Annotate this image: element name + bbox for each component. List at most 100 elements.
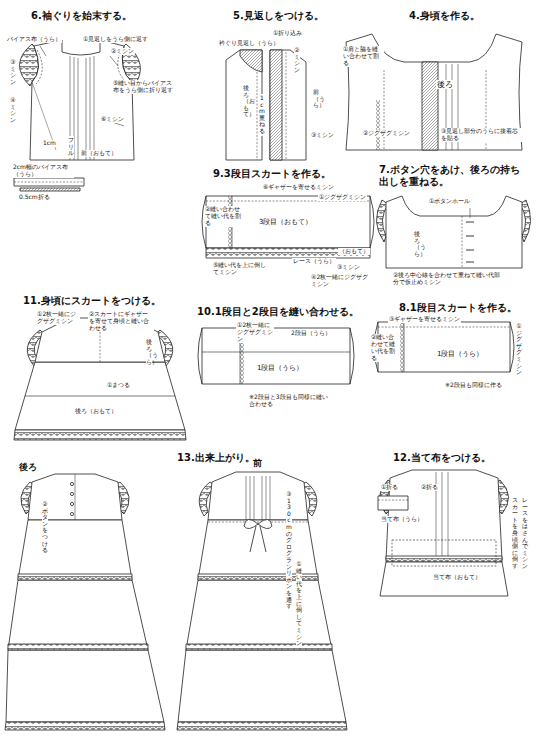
finished-dress-back <box>70 512 73 515</box>
dress-assembly-figure <box>15 362 185 430</box>
bodice-back-piece <box>257 72 258 160</box>
bodice-back-figure <box>470 208 471 218</box>
callout-text: ④2枚一緒にジグザグミシン <box>310 274 374 288</box>
callout-text: 1cm重ねる <box>259 94 265 136</box>
step-heading: 8.1段目スカートを作る。 <box>398 302 518 314</box>
dress-assembly-figure <box>25 396 175 397</box>
callout-text: 後ろ（うら） <box>146 338 152 366</box>
callout-text: ①肩と脇を縫い合わせて割る <box>342 46 384 67</box>
callout-text: レース（うら） <box>292 258 336 265</box>
callout-text: ⑥ギャザーを寄せるミシン <box>262 184 335 191</box>
callout-text: ①縫い代を上に倒してミシン <box>296 560 302 648</box>
callout-text: （おもて） <box>338 248 370 255</box>
finished-dress-front <box>178 650 346 722</box>
callout-text: ⑥ミシン <box>100 116 125 123</box>
dress-assembly-figure <box>14 318 186 440</box>
callout-text: ①まつる <box>106 382 131 389</box>
skirt-tier-band <box>206 248 370 258</box>
callout-text: フリル <box>68 136 74 158</box>
finished-dress-front <box>208 472 308 520</box>
callout-text: 2段目（うら） <box>290 330 332 337</box>
callout-text: ①2枚一緒にジグザグミシン <box>36 311 80 325</box>
step-heading: 後ろ <box>18 462 38 472</box>
finished-dress-front <box>244 519 272 528</box>
callout-text: 前（おもて） <box>80 150 118 157</box>
callout-text: ②縫い合わせて縫い代を割る <box>204 206 242 227</box>
bodice-back-figure <box>466 222 474 262</box>
callout-text: ①ジグザグミシン <box>516 322 522 377</box>
bodice-patch-figure <box>380 562 508 596</box>
step-heading: 5.見返しをつける。 <box>232 10 325 22</box>
callout-text: ※2段目も同様に作る <box>444 382 503 389</box>
callout-text: ①見返しをうら側に返す <box>82 36 149 43</box>
bodice-back-figure <box>386 196 522 268</box>
step-heading: 9.3段目スカートを作る。 <box>212 168 332 180</box>
callout-text: 後ろ（おもて） <box>74 408 118 415</box>
callout-text: 後ろ（うら） <box>414 230 420 258</box>
bodice-front-figure <box>32 82 56 150</box>
callout-text: ③ミシン <box>336 264 361 271</box>
bodice-front-figure <box>30 40 134 160</box>
step-heading: 12.当て布をつける。 <box>392 452 492 464</box>
bodice-patch-figure <box>392 540 496 566</box>
bodice-patch-figure <box>378 500 408 501</box>
bodice-back-piece <box>240 50 262 72</box>
callout-text: 後ろ <box>436 80 454 89</box>
callout-text: ①ボタンホール <box>428 198 471 205</box>
skirt-tier-band <box>400 322 404 372</box>
skirt-tier-band <box>198 328 354 384</box>
callout-text: ①折り込み <box>272 30 303 37</box>
finished-dress-back <box>70 492 73 495</box>
callout-text: ②縫い合わせて縫い代を割る <box>370 334 400 362</box>
skirt-tier-band <box>198 328 354 384</box>
callout-text: 前（うら） <box>313 88 319 110</box>
bodice-front-piece <box>270 50 306 160</box>
bodice-back-piece <box>226 50 262 160</box>
callout-text: ②後ろ中心線を合わせて重ねて縫い代部分で仮止めミシン <box>392 272 506 286</box>
callout-text: 0.5cm折る <box>18 194 51 201</box>
callout-text: バイアス布（うら） <box>6 36 62 43</box>
skirt-tier-band <box>378 327 510 328</box>
finished-dress-back <box>8 580 148 650</box>
leader-line <box>40 46 46 56</box>
finished-dress-back <box>8 644 148 650</box>
callout-text: ※2段目と3段目も同様に縫い合わせる <box>248 394 332 408</box>
bodice-front-piece <box>286 52 287 160</box>
callout-text: ⑤縫い目からバイアス布をうら側に折り返す <box>112 80 176 94</box>
callout-text: ①ジグザグミシン <box>318 194 367 201</box>
callout-text: 当て布（うら） <box>380 516 424 523</box>
callout-text: ④ミシン <box>10 96 16 124</box>
callout-text: ①2枚一緒にジグザグミシン <box>236 322 274 343</box>
step-heading: 前 <box>252 458 263 468</box>
skirt-tier-band <box>202 196 374 258</box>
bias-tape-figure <box>14 178 84 186</box>
callout-text: 1段目（うら） <box>256 364 304 372</box>
step-heading: 7.ボタン穴をあけ、後ろの持ち出しを重ねる。 <box>378 164 530 187</box>
callout-text: ③見返し部分のうらに接着芯を貼る <box>440 128 524 142</box>
bodice-front-figure <box>36 50 128 84</box>
callout-text: ②ジグザグミシン <box>362 130 411 137</box>
skirt-tier-band <box>202 352 350 353</box>
bodice-back-figure <box>462 216 463 268</box>
callout-text: 3段目（おもて） <box>258 218 313 226</box>
bodice-patch-figure <box>378 470 509 596</box>
finished-dress-back <box>6 650 164 722</box>
bodice-front-figure <box>19 40 140 160</box>
bias-tape-figure <box>14 182 84 183</box>
finished-dress-back <box>70 482 73 485</box>
callout-text: ③ミシン <box>10 58 16 86</box>
finished-dress-back <box>70 502 73 505</box>
finished-dress-back <box>5 474 165 730</box>
callout-text: ②ボタンをつける <box>42 500 48 555</box>
callout-text: 衿ぐり見返し（うら） <box>218 40 280 47</box>
callout-text: 1段目（うら） <box>436 350 484 358</box>
finished-dress-back <box>5 722 165 730</box>
callout-text: ⑤縫い代を上に倒してミシン <box>212 262 270 276</box>
finished-dress-front <box>246 476 270 520</box>
callout-text: ①折る <box>380 484 399 491</box>
step-heading: 11.身頃にスカートをつける。 <box>22 295 162 307</box>
bodice-flat-figure <box>376 100 380 150</box>
line-art <box>5 34 531 730</box>
bodice-back-piece <box>226 50 262 160</box>
finished-dress-front <box>177 722 347 730</box>
